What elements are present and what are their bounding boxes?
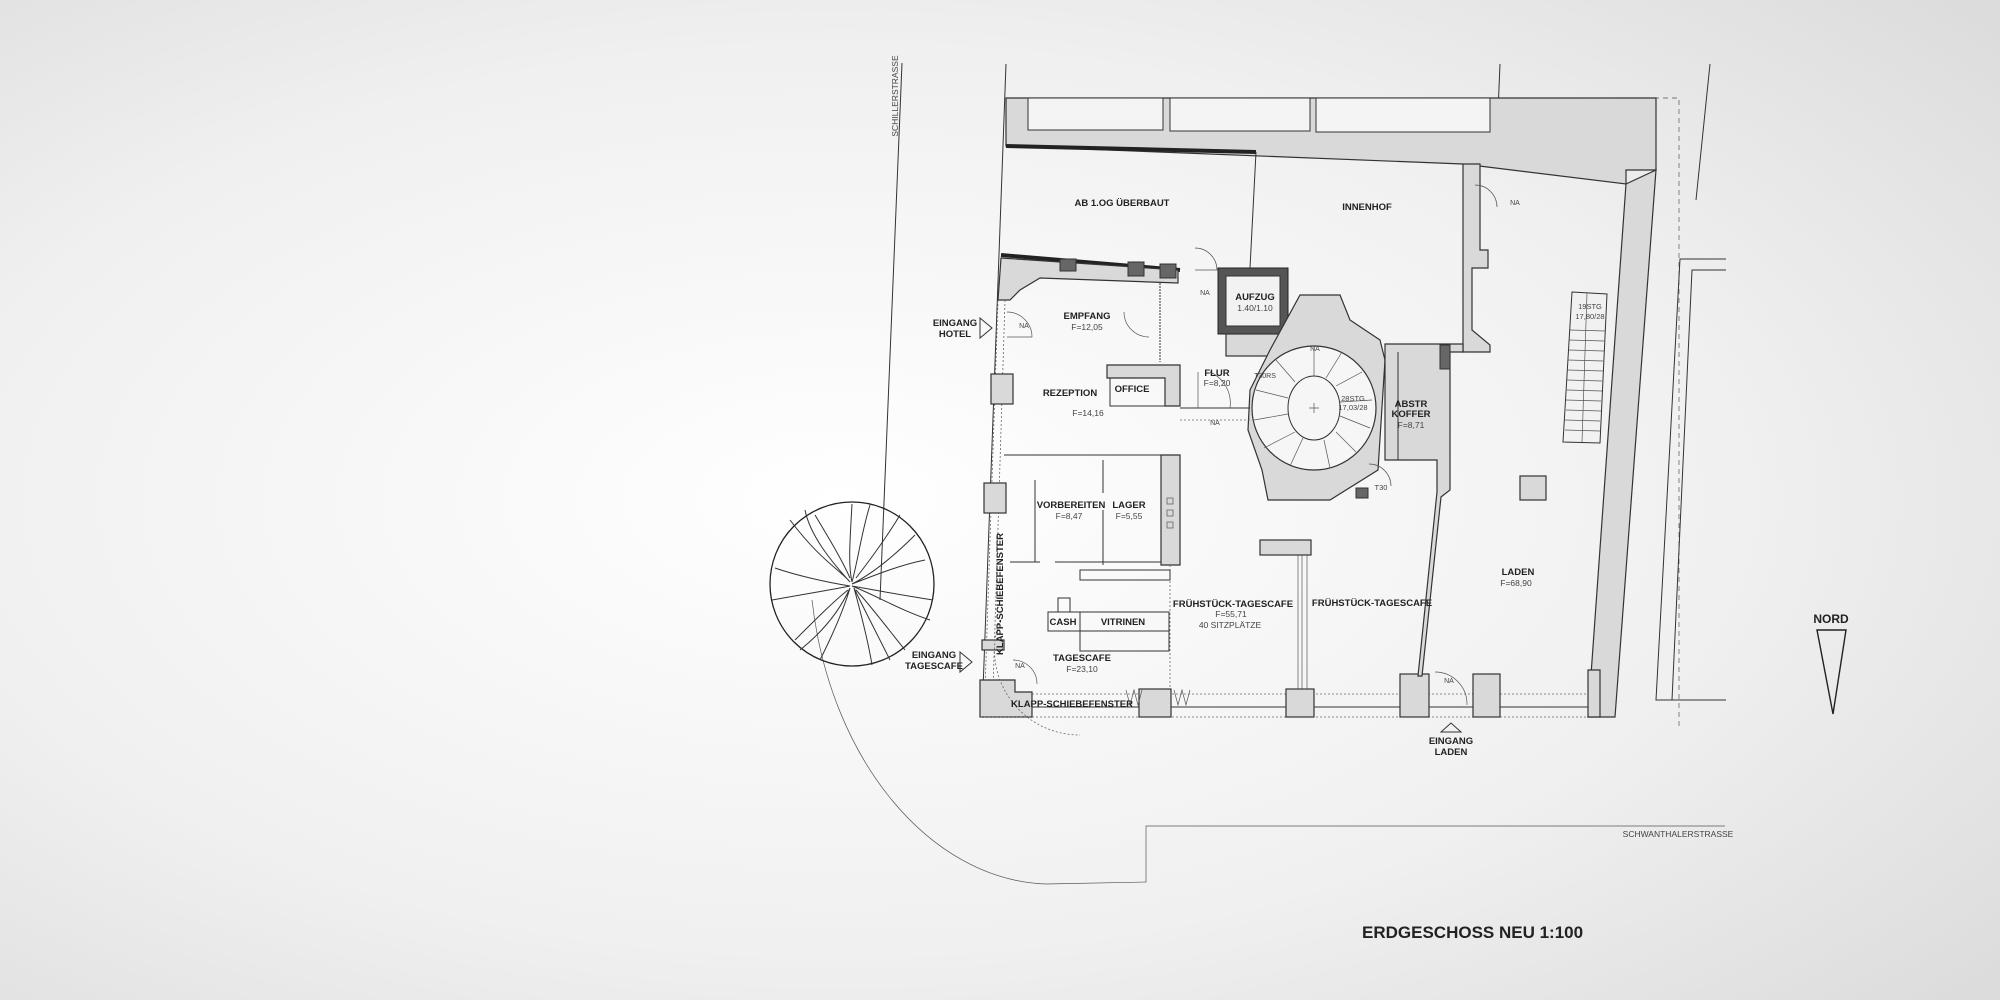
room-ab-1og-label: AB 1.OG ÜBERBAUT [1074, 198, 1169, 209]
na-label: NA [1200, 290, 1210, 297]
entrance-tagescafe-arrow-icon [959, 650, 973, 674]
room-rezeption-label: REZEPTION [1043, 388, 1098, 399]
counter-vitrinen-label: VITRINEN [1101, 617, 1145, 628]
shop-stair-dims: 17,80/28 [1575, 312, 1604, 321]
room-abstr-area: F=8,71 [1398, 420, 1425, 430]
counter-cash-label: CASH [1050, 617, 1077, 628]
laden-north-wall [1462, 163, 1491, 353]
entrance-markers [959, 316, 1463, 733]
room-rezeption-area: F=14,16 [1072, 408, 1104, 418]
counters [1047, 569, 1171, 652]
labels: ERDGESCHOSS NEU 1:100 NORD SCHILLERSTRAS… [890, 55, 1849, 942]
room-laden-area: F=68,90 [1500, 578, 1532, 588]
room-flur-label: FLUR [1204, 368, 1229, 379]
room-flur-area: F=8,20 [1204, 378, 1231, 388]
room-office-label: OFFICE [1115, 384, 1150, 395]
room-fruehstueck-seats: 40 SITZPLÄTZE [1199, 620, 1262, 630]
south-facade [980, 669, 1601, 718]
spiral-stair-steps: 28STG [1341, 394, 1365, 403]
entrance-hotel-line2: HOTEL [939, 329, 971, 340]
room-laden-label: LADEN [1502, 567, 1535, 578]
room-fruehstueck-area: F=55,71 [1215, 609, 1247, 619]
entrance-laden-arrow-icon [1439, 722, 1463, 733]
room-abstr-label: ABSTR [1395, 399, 1428, 410]
room-fruehstueck-2-label: FRÜHSTÜCK-TAGESCAFE [1312, 598, 1432, 609]
street-south: SCHWANTHALERSTRASSE [1623, 829, 1734, 839]
room-tagescafe-label: TAGESCAFE [1053, 653, 1111, 664]
room-aufzug-label: AUFZUG [1235, 292, 1275, 303]
entrance-hotel-arrow-icon [979, 316, 993, 340]
room-empfang-area: F=12,05 [1071, 322, 1103, 332]
spiral-stair [1247, 294, 1386, 501]
entrance-laden-line1: EINGANG [1429, 736, 1473, 747]
room-vorbereiten-label: VORBEREITEN [1037, 500, 1106, 511]
entrance-laden-line2: LADEN [1435, 747, 1468, 758]
shop-stair [1562, 291, 1608, 444]
t30rs-label: T30RS [1254, 373, 1276, 380]
na-label: NA [1015, 663, 1025, 670]
door-swings [994, 184, 1498, 736]
interior-walls [1004, 283, 1547, 690]
spiral-stair-dims: 17,03/28 [1338, 403, 1367, 412]
north-wall [1005, 97, 1657, 185]
window-west-label: KLAPP-SCHIEBEFENSTER [995, 533, 1006, 655]
entrance-hotel-line1: EINGANG [933, 318, 977, 329]
room-innenhof-label: INNENHOF [1342, 202, 1392, 213]
t30-label: T30 [1375, 483, 1388, 492]
room-lager-area: F=5,55 [1116, 511, 1143, 521]
plan-title: ERDGESCHOSS NEU 1:100 [1362, 923, 1583, 942]
room-tagescafe-area: F=23,10 [1066, 664, 1098, 674]
entrance-tagescafe-line2: TAGESCAFE [905, 661, 963, 672]
west-facade [979, 253, 1181, 718]
entrance-tagescafe-line1: EINGANG [912, 650, 956, 661]
room-vorbereiten-area: F=8,47 [1056, 511, 1083, 521]
street-west: SCHILLERSTRASSE [890, 55, 900, 137]
north-label: NORD [1813, 612, 1849, 626]
room-fruehstueck-label: FRÜHSTÜCK-TAGESCAFE [1173, 599, 1293, 610]
na-label: NA [1019, 323, 1029, 330]
tree-symbol [769, 501, 935, 667]
shop-stair-steps: 19STG [1578, 302, 1602, 311]
na-label: NA [1510, 200, 1520, 207]
na-label: NA [1210, 420, 1220, 427]
na-label: NA [1310, 346, 1320, 353]
north-arrow-icon [1816, 629, 1847, 715]
room-lager-label: LAGER [1112, 500, 1145, 511]
room-koffer-label: KOFFER [1391, 409, 1430, 420]
window-south-label: KLAPP-SCHIEBEFENSTER [1011, 699, 1133, 710]
room-aufzug-dims: 1.40/1.10 [1237, 303, 1273, 313]
room-empfang-label: EMPFANG [1064, 311, 1111, 322]
na-label: NA [1444, 678, 1454, 685]
elevator [1217, 267, 1289, 357]
